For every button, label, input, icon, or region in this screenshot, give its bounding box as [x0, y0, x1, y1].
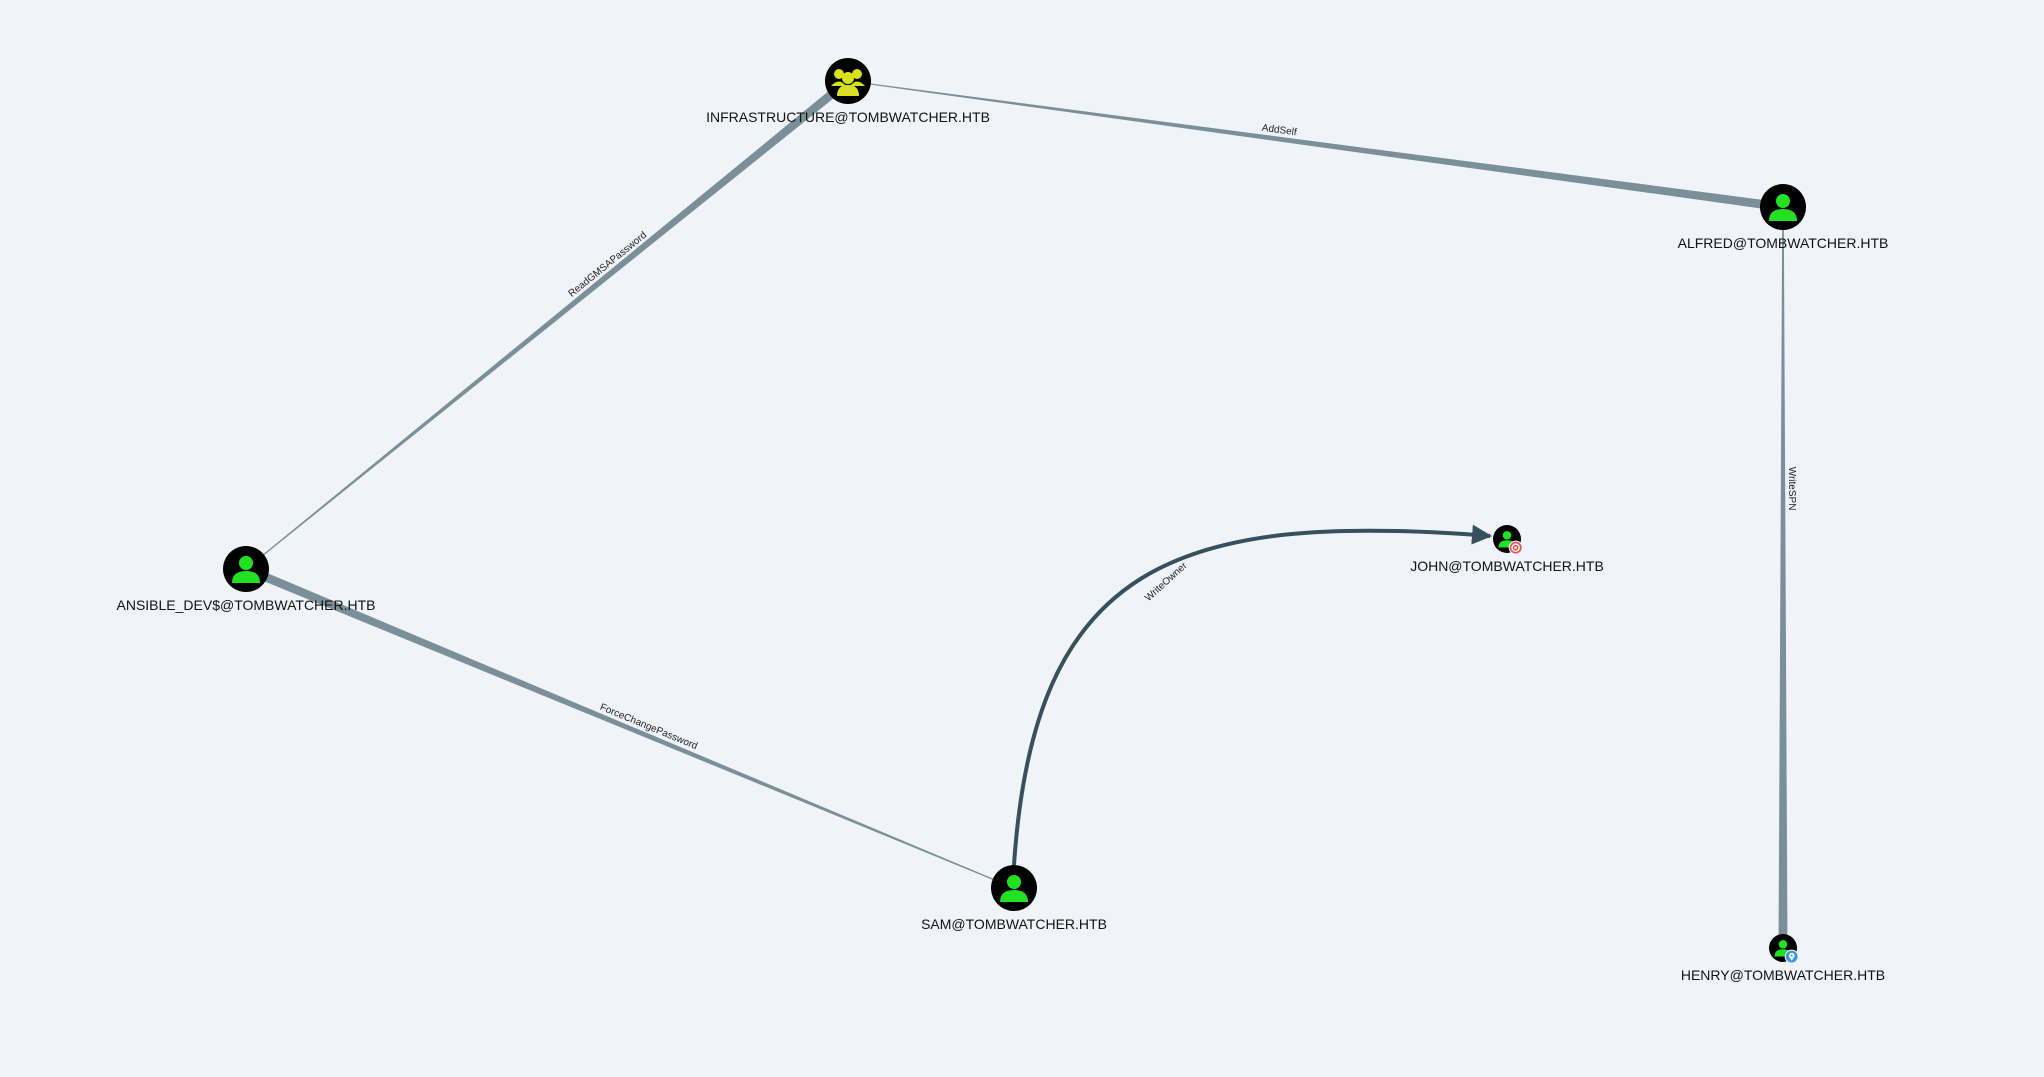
- edge-label: WriteSPN: [1786, 467, 1797, 511]
- group-icon: [831, 69, 865, 96]
- node-label: ANSIBLE_DEV$@TOMBWATCHER.HTB: [117, 597, 376, 613]
- target-icon: [1508, 540, 1523, 555]
- node-label: SAM@TOMBWATCHER.HTB: [921, 916, 1107, 932]
- node-alfred[interactable]: ALFRED@TOMBWATCHER.HTB: [1678, 184, 1889, 251]
- edge-label: ReadGMSAPassword: [567, 230, 649, 300]
- user-icon: [1000, 875, 1028, 902]
- node-sam[interactable]: SAM@TOMBWATCHER.HTB: [921, 865, 1107, 932]
- node-infrastructure[interactable]: INFRASTRUCTURE@TOMBWATCHER.HTB: [706, 58, 990, 125]
- node-label: INFRASTRUCTURE@TOMBWATCHER.HTB: [706, 109, 990, 125]
- user-icon: [232, 556, 260, 583]
- node-ansible_dev[interactable]: ANSIBLE_DEV$@TOMBWATCHER.HTB: [117, 546, 376, 613]
- node-john[interactable]: JOHN@TOMBWATCHER.HTB: [1410, 525, 1604, 574]
- edge-label: ForceChangePassword: [598, 702, 699, 752]
- edge-line[interactable]: [1778, 207, 1788, 948]
- edge-line[interactable]: [1012, 524, 1492, 866]
- edge-line[interactable]: [245, 77, 851, 570]
- edge-readgmsapassword[interactable]: ReadGMSAPassword: [245, 77, 851, 570]
- node-label: JOHN@TOMBWATCHER.HTB: [1410, 558, 1604, 574]
- node-label: ALFRED@TOMBWATCHER.HTB: [1678, 235, 1889, 251]
- edge-label: AddSelf: [1261, 123, 1297, 139]
- edge-forcechangepassword[interactable]: ForceChangePassword: [244, 564, 1015, 889]
- edge-line[interactable]: [244, 564, 1015, 889]
- edge-writeowner[interactable]: WriteOwner: [1012, 524, 1492, 866]
- edge-writespn[interactable]: WriteSPN: [1778, 207, 1798, 948]
- node-label: HENRY@TOMBWATCHER.HTB: [1681, 967, 1885, 983]
- edge-addself[interactable]: AddSelf: [847, 80, 1784, 212]
- node-henry[interactable]: HENRY@TOMBWATCHER.HTB: [1681, 934, 1885, 983]
- nodes-layer: INFRASTRUCTURE@TOMBWATCHER.HTB ALFRED@TOM…: [117, 58, 1889, 983]
- location-pin-icon: [1784, 949, 1799, 964]
- edge-line[interactable]: [847, 80, 1784, 212]
- user-icon: [1769, 194, 1797, 221]
